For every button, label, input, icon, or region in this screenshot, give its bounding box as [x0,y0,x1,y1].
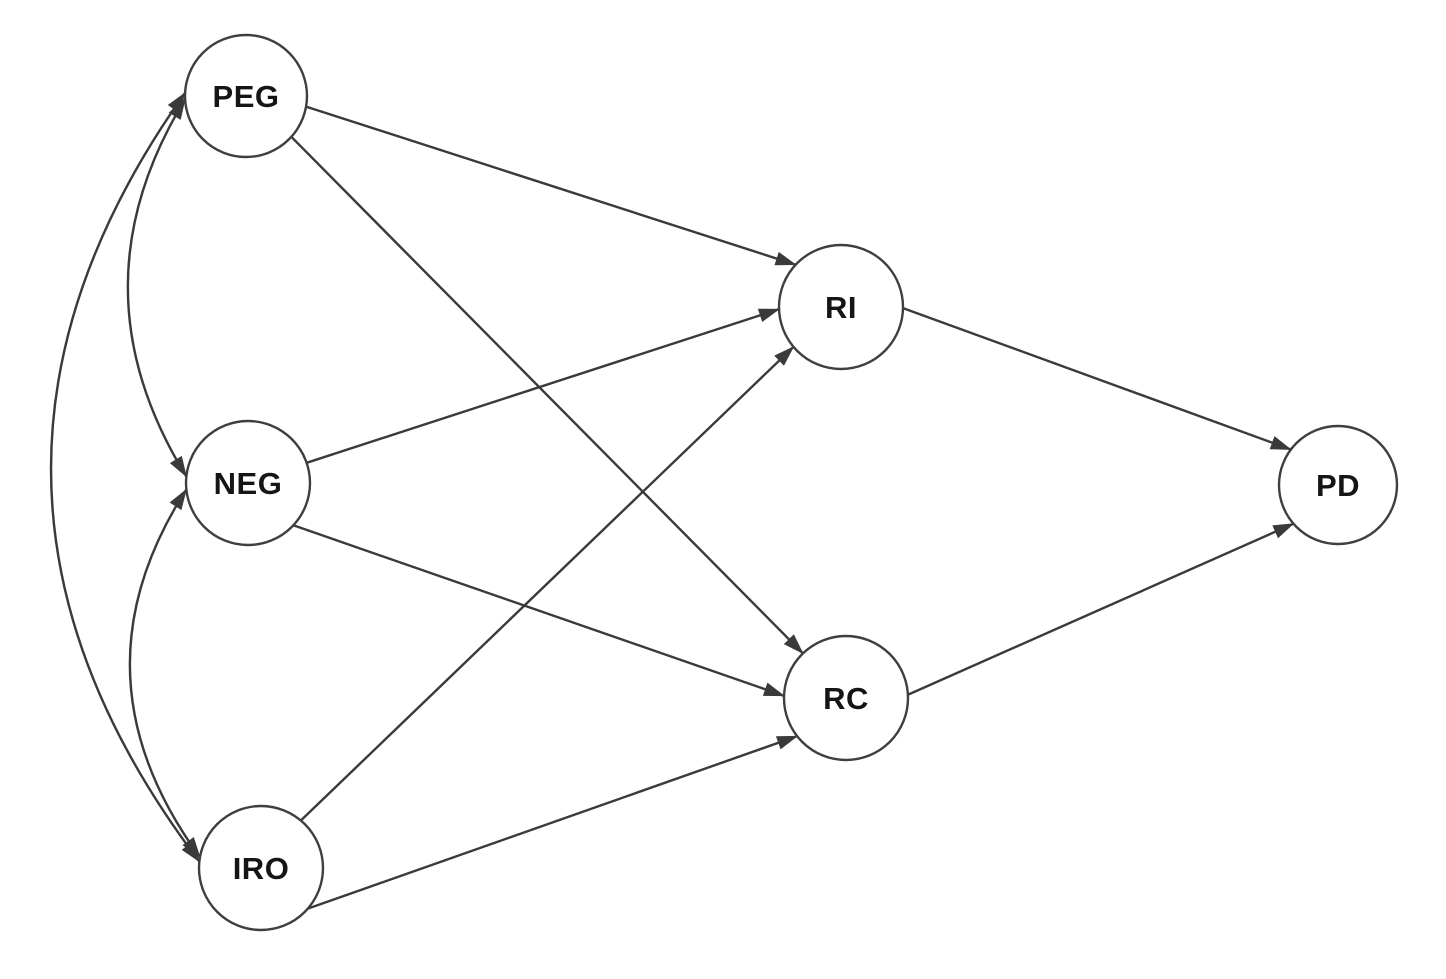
node-iro: IRO [197,804,325,932]
node-label-peg: PEG [213,79,280,114]
node-circle-peg [183,33,309,159]
node-circle-iro [197,804,325,932]
node-circle-ri [777,243,905,371]
node-neg: NEG [184,419,312,547]
node-label-ri: RI [825,290,857,325]
node-circle-neg [184,419,312,547]
node-label-iro: IRO [233,851,290,886]
node-pd: PD [1277,424,1399,546]
edge-neg-ri [306,308,780,464]
covariance-neg-iro [128,488,201,859]
node-circle-pd [1277,424,1399,546]
edge-neg-rc [292,524,785,697]
edge-peg-rc [290,135,804,655]
covariance-peg-neg [126,98,188,478]
edges-layer [49,91,1295,910]
node-rc: RC [782,634,910,762]
node-label-neg: NEG [214,466,283,501]
covariance-peg-iro [49,91,201,863]
node-circle-rc [782,634,910,762]
node-label-pd: PD [1316,468,1360,503]
edge-iro-ri [300,345,795,822]
edge-ri-pd [902,306,1292,451]
node-peg: PEG [183,33,309,159]
nodes-layer: PEG NEG IRO RI RC PD [183,33,1399,932]
node-label-rc: RC [823,681,869,716]
edge-peg-ri [305,105,797,266]
edge-rc-pd [907,522,1295,696]
node-ri: RI [777,243,905,371]
edge-iro-rc [307,735,799,910]
